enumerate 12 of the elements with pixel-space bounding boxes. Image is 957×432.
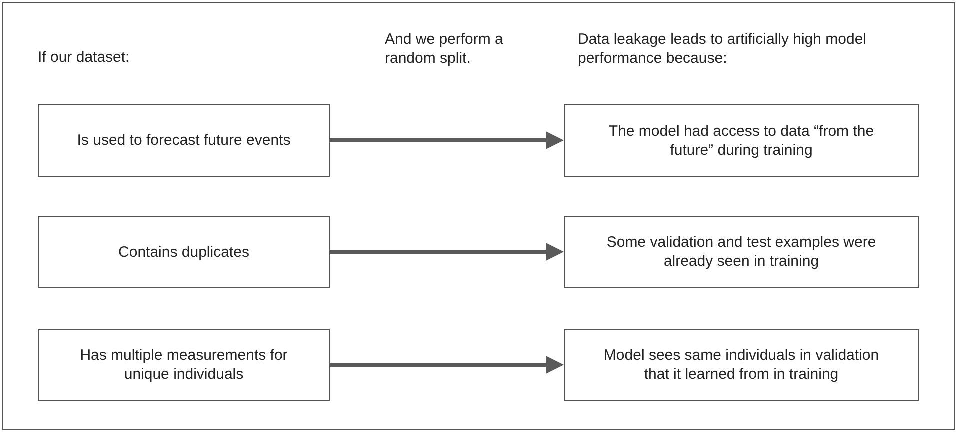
text-box: Contains duplicates [38,216,330,288]
arrow [330,132,564,150]
text-box: Some validation and test examples were already seen in training [564,216,919,288]
column-heading: Data leakage leads to artificially high model performance because: [578,30,868,68]
column-heading: If our dataset: [38,48,131,67]
text-box: The model had access to data “from the future” during training [564,104,919,177]
arrow [330,356,564,374]
text-box: Is used to forecast future events [38,104,330,177]
arrow [330,243,564,261]
text-box: Has multiple measurements for unique individuals [38,329,330,401]
text-box: Model sees same individuals in validation that it learned from in training [564,329,919,401]
column-heading: And we perform a random split. [385,30,504,68]
